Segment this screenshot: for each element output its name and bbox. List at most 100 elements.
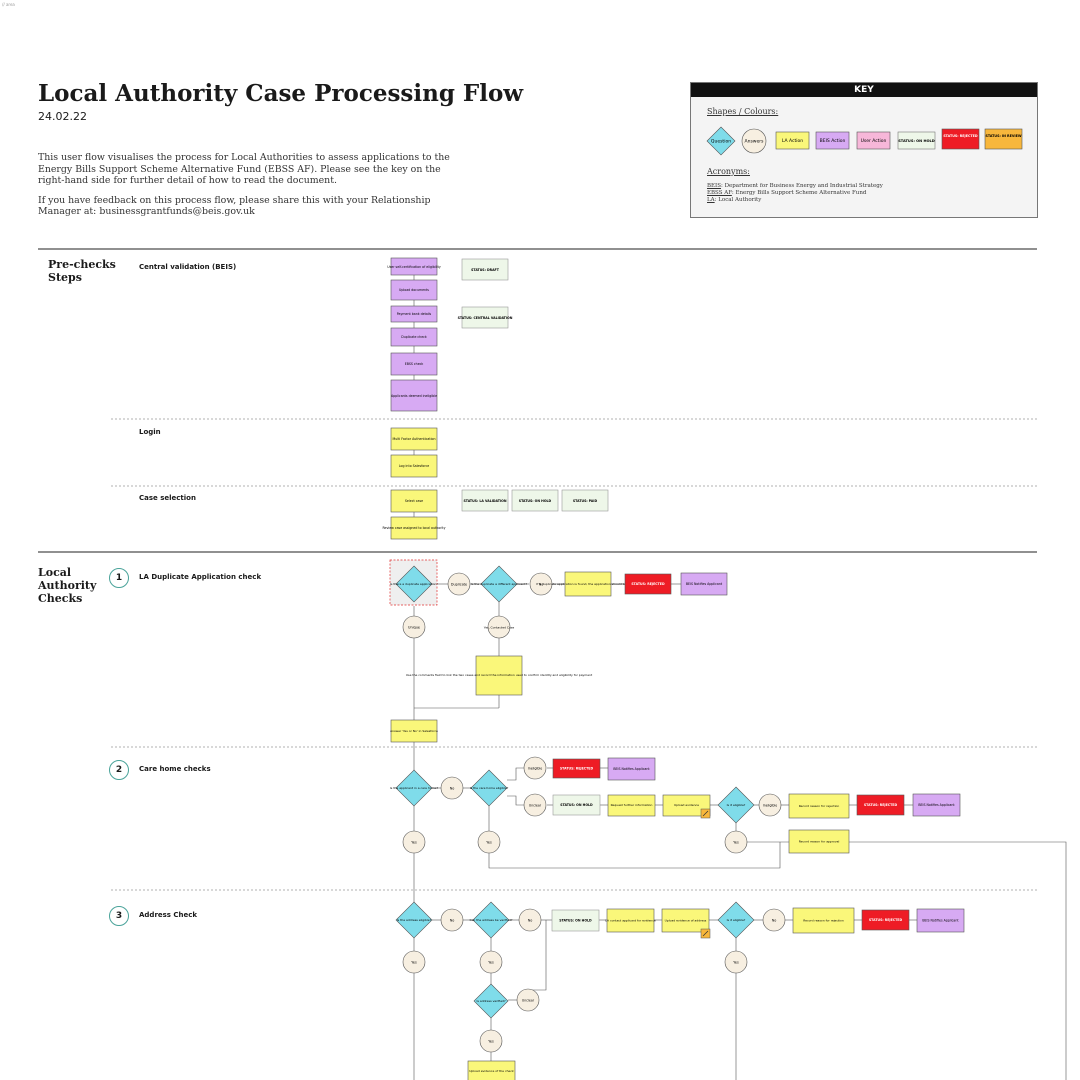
- answer-unique: Unique: [402, 615, 426, 639]
- beis-notify-2: BEIS Notifies Applicant: [607, 757, 656, 781]
- step-number-2: 2: [109, 760, 129, 780]
- question-eligible-2: Is it eligible?: [717, 786, 755, 824]
- question-eligible-3: Is it eligible?: [717, 901, 755, 939]
- svg-text:Yes: Yes: [411, 961, 417, 965]
- svg-text:Record reason for rejection: Record reason for rejection: [799, 804, 840, 808]
- answer-yes-3a: Yes: [402, 950, 426, 974]
- question-address-eligible: Is the address eligible?: [395, 901, 433, 939]
- svg-text:BEIS Notifies Applicant: BEIS Notifies Applicant: [613, 767, 650, 771]
- svg-text:STATUS: CENTRAL VALIDATION: STATUS: CENTRAL VALIDATION: [458, 316, 513, 320]
- step-address-check: Address Check: [139, 911, 198, 919]
- answer-yes-3d: Yes: [479, 1029, 503, 1053]
- key-beis-action-label: BEIS Action: [820, 138, 846, 144]
- svg-text:Multi Factor Authentication: Multi Factor Authentication: [393, 437, 436, 441]
- svg-text:Is address verified?: Is address verified?: [476, 999, 505, 1003]
- key-user-action: User Action: [856, 131, 891, 150]
- key-shapes: Question Answers LA Action BEIS Action U…: [706, 126, 1023, 156]
- status-draft: STATUS: DRAFT: [461, 258, 509, 281]
- svg-text:Use the comments field to link: Use the comments field to link the two c…: [406, 673, 593, 677]
- key-rejected: STATUS: REJECTED: [941, 128, 980, 150]
- key-user-action-label: User Action: [861, 138, 887, 144]
- answer-unclear-2: Unclear: [516, 988, 540, 1012]
- step-care-home: Care home checks: [139, 765, 211, 773]
- status-paid: STATUS: PAID: [561, 489, 609, 512]
- section-prechecks: Pre-checks Steps: [48, 258, 116, 284]
- svg-text:Yes: Yes: [733, 841, 739, 845]
- key-title: KEY: [691, 83, 1037, 97]
- node-cv4: Duplicate check: [390, 327, 438, 347]
- svg-text:Is it eligible?: Is it eligible?: [727, 918, 746, 922]
- step-central-validation: Central validation (BEIS): [139, 263, 237, 271]
- svg-text:Payment bank details: Payment bank details: [397, 312, 432, 316]
- svg-text:STATUS: ON HOLD: STATUS: ON HOLD: [519, 499, 552, 503]
- svg-text:Ineligible: Ineligible: [528, 767, 543, 771]
- svg-text:Upload documents: Upload documents: [399, 288, 429, 292]
- key-question: Question: [706, 126, 736, 156]
- svg-text:Is the duplicate a different a: Is the duplicate a different applicant?: [471, 582, 527, 586]
- answer-yes-3b: Yes: [479, 950, 503, 974]
- svg-text:LA contact applicant for evide: LA contact applicant for evidence: [605, 919, 656, 923]
- intro-text: This user flow visualises the process fo…: [38, 152, 470, 226]
- svg-text:No: No: [539, 583, 544, 587]
- svg-text:Duplicate check: Duplicate check: [401, 335, 427, 339]
- svg-text:STATUS: ON HOLD: STATUS: ON HOLD: [559, 919, 592, 923]
- beis-notify-4: BEIS Notifies Applicant: [916, 908, 965, 933]
- node-login-salesforce: Log into Salesforce: [390, 454, 438, 478]
- beis-notify-1: BEIS Notifies Applicant: [680, 572, 728, 596]
- svg-text:STATUS: REJECTED: STATUS: REJECTED: [864, 803, 898, 807]
- page-title: Local Authority Case Processing Flow: [38, 80, 524, 107]
- svg-text:STATUS: PAID: STATUS: PAID: [573, 499, 598, 503]
- answer-duplicate: Duplicate: [447, 572, 471, 596]
- svg-text:Unique: Unique: [408, 626, 420, 630]
- svg-text:STATUS: REJECTED: STATUS: REJECTED: [631, 582, 665, 586]
- svg-text:Answer 'Yes or No' in Salesfor: Answer 'Yes or No' in Salesforce: [390, 729, 438, 733]
- svg-text:Record reason for approval: Record reason for approval: [799, 840, 840, 844]
- answer-no-3: No: [440, 908, 464, 932]
- svg-text:Ineligible: Ineligible: [763, 804, 778, 808]
- svg-text:No: No: [450, 787, 455, 791]
- svg-text:Applicants deemed ineligible: Applicants deemed ineligible: [391, 394, 437, 398]
- action-upload-address-evidence: Upload evidence of address: [661, 908, 711, 939]
- key-question-label: Question: [711, 139, 731, 145]
- svg-text:Yes, Contacted Case: Yes, Contacted Case: [484, 626, 515, 630]
- status-rejected-1: STATUS: REJECTED: [624, 573, 672, 595]
- svg-text:BEIS Notifies Applicant: BEIS Notifies Applicant: [922, 919, 959, 923]
- step-case-selection: Case selection: [139, 494, 196, 502]
- status-la-validation: STATUS: LA VALIDATION: [461, 489, 509, 512]
- answer-yes-2c: Yes: [724, 830, 748, 854]
- paperclip-icon-stroke: [702, 810, 709, 817]
- svg-text:Is the address eligible?: Is the address eligible?: [397, 918, 432, 922]
- svg-text:Record reason for rejection: Record reason for rejection: [803, 919, 844, 923]
- svg-text:STATUS: DRAFT: STATUS: DRAFT: [471, 268, 500, 272]
- svg-text:Select case: Select case: [405, 499, 423, 503]
- question-address-verified-2: Is address verified?: [473, 983, 509, 1019]
- acronym-la: LA: Local Authority: [707, 197, 762, 203]
- action-link-cases: Use the comments field to link the two c…: [406, 655, 593, 696]
- key-answer: Answers: [741, 128, 767, 154]
- answer-yes-3c: Yes: [724, 950, 748, 974]
- step-number-3: 3: [109, 906, 129, 926]
- node-cv6: Applicants deemed ineligible: [390, 379, 438, 412]
- svg-text:Yes: Yes: [411, 841, 417, 845]
- node-cv5: EBSS check: [390, 352, 438, 376]
- answer-no-5: No: [762, 908, 786, 932]
- key-rejected-label: STATUS: REJECTED: [943, 134, 978, 138]
- key-in-review-label: STATUS: IN REVIEW: [985, 134, 1021, 138]
- status-central-validation: STATUS: CENTRAL VALIDATION: [458, 306, 513, 329]
- svg-text:Upload evidence: Upload evidence: [674, 803, 699, 807]
- answer-unclear: Unclear: [523, 793, 547, 817]
- beis-notify-3: BEIS Notifies Applicant: [912, 793, 961, 817]
- node-cv1: User self-certification of eligibility: [387, 257, 441, 276]
- svg-text:STATUS: REJECTED: STATUS: REJECTED: [869, 918, 903, 922]
- node-mfa: Multi Factor Authentication: [390, 427, 438, 451]
- paperclip-icon-stroke: [702, 930, 709, 937]
- node-select-case: Select case: [390, 489, 438, 513]
- key-on-hold: STATUS: ON HOLD: [897, 131, 936, 150]
- key-panel: KEY Shapes / Colours: Question Answers L…: [690, 82, 1038, 218]
- svg-text:Is the applicant in a care hom: Is the applicant in a care home?: [390, 786, 439, 790]
- answer-yes-2b: Yes: [477, 830, 501, 854]
- key-beis-action: BEIS Action: [815, 131, 850, 150]
- acronym-beis: BEIS: Department for Business Energy and…: [707, 183, 883, 189]
- status-rejected-4: STATUS: REJECTED: [861, 909, 910, 931]
